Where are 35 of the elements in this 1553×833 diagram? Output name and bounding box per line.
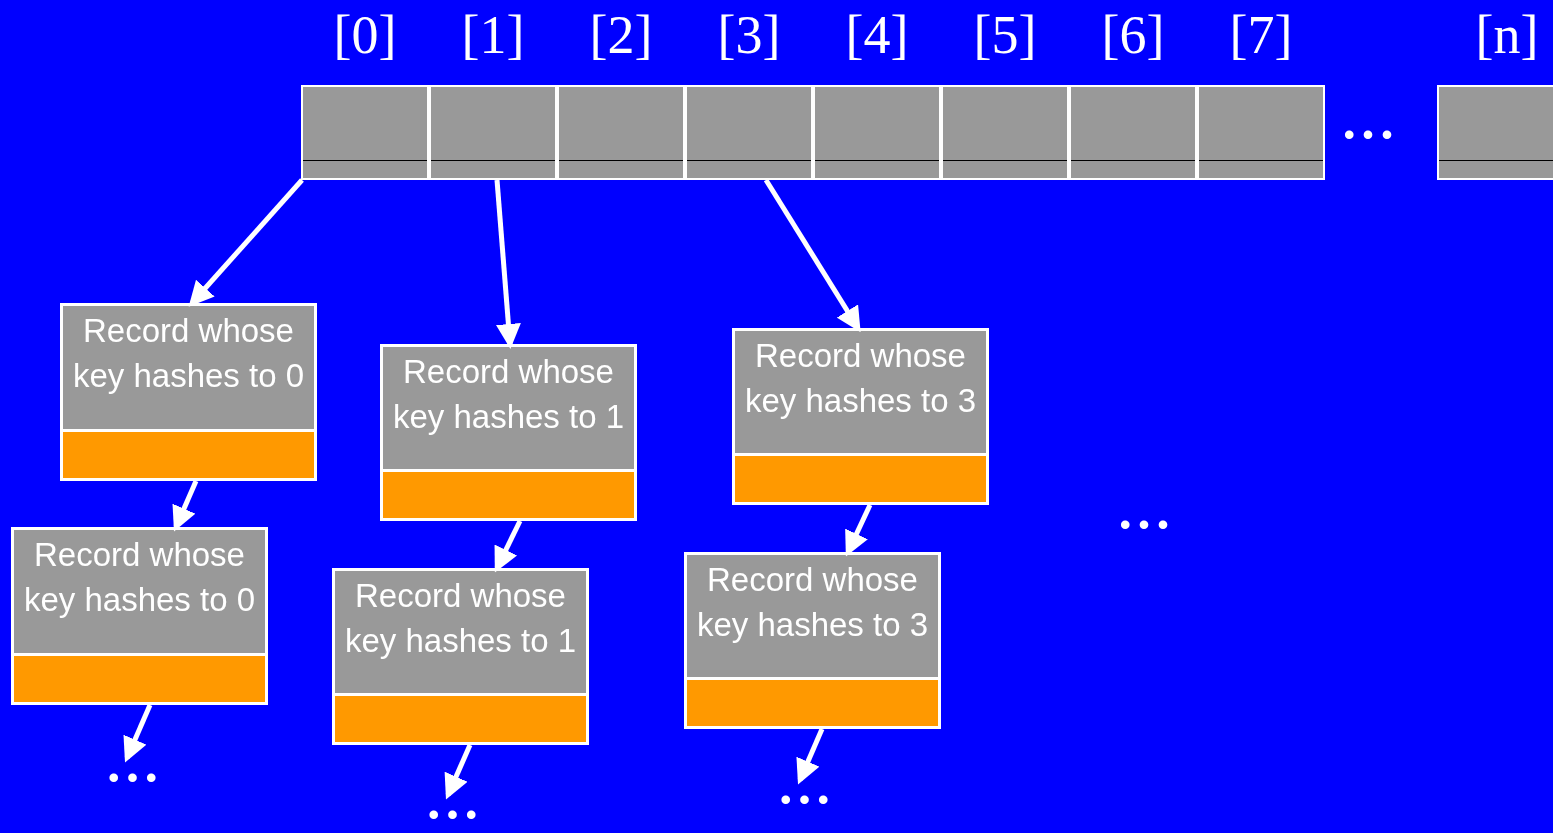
index-label: [7] [1228, 4, 1294, 67]
record-text: Record whose key hashes to 1 [343, 576, 578, 661]
ellipsis: • • • [1344, 117, 1393, 153]
index-label: [1] [460, 4, 526, 67]
ellipsis: • • • [762, 780, 847, 820]
record-box [332, 568, 589, 745]
record-box [60, 303, 317, 481]
index-label: [2] [588, 4, 654, 67]
arrow [172, 480, 199, 532]
arrow [845, 503, 873, 557]
record-box [380, 344, 637, 521]
arrow [763, 178, 861, 333]
index-label: [4] [844, 4, 910, 67]
record-text: Record whose key hashes to 0 [71, 311, 306, 396]
arrow [123, 704, 153, 763]
arrow [494, 179, 521, 349]
record-box [684, 552, 941, 729]
record-text: Record whose key hashes to 3 [695, 560, 930, 645]
index-label: [5] [972, 4, 1038, 67]
record-box [11, 527, 268, 705]
index-label: [3] [716, 4, 782, 67]
ellipsis: • • • [90, 758, 175, 798]
index-label: [n] [1474, 4, 1540, 67]
ellipsis: • • • [1120, 507, 1169, 543]
index-label: [0] [332, 4, 398, 67]
record-text: Record whose key hashes to 0 [22, 535, 257, 620]
ellipsis: • • • [410, 795, 495, 833]
arrow [188, 178, 304, 307]
index-label: [6] [1100, 4, 1166, 67]
record-box [732, 328, 989, 505]
record-text: Record whose key hashes to 3 [743, 336, 978, 421]
arrow [444, 744, 473, 800]
arrow [494, 519, 523, 573]
arrow [796, 728, 825, 785]
record-text: Record whose key hashes to 1 [391, 352, 626, 437]
